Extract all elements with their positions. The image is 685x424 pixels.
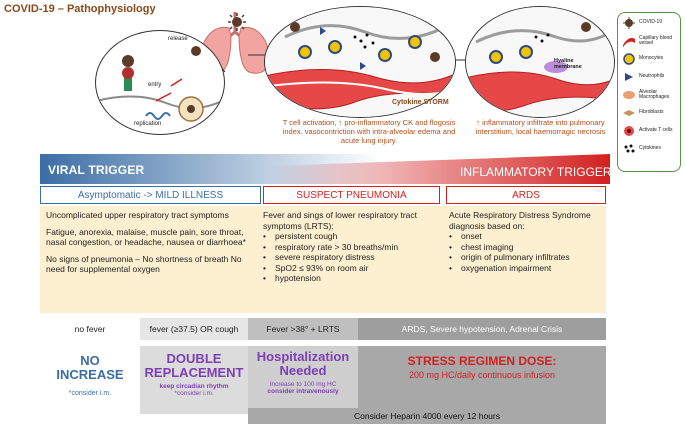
symptom-fever-cough: fever (≥37.5) OR cough [140,318,248,340]
heparin-note: Consider Heparin 4000 every 12 hours [248,408,606,424]
legend-item: Activate T cells [622,124,680,138]
list-item: severe respiratory distress [263,252,441,263]
list-item: oxygenation impairment [449,263,607,274]
treatment-double-replacement: DOUBLE REPLACEMENT keep circadian rhythm… [140,346,248,414]
inflammatory-trigger-label: INFLAMMATORY TRIGGER [460,165,612,179]
list-item: chest imaging [449,242,607,253]
cytokine-storm-illustration [264,6,456,118]
legend: COVID-19 Capillary blood vessel Monocyte… [617,12,681,172]
virus-icon [228,13,246,31]
ards-column: Acute Respiratory Distress Syndrome diag… [449,210,607,273]
monocyte-icon [623,53,635,65]
treatment-sub: 200 mg HC/daily continuous infusion [408,370,556,380]
list-item: onset [449,231,607,242]
hyaline-label: Hyaline membrane [554,58,582,70]
cytokine-icon [624,144,635,153]
entry-label: entry [148,82,162,88]
list-item: hypotension [263,273,441,284]
page-title: COVID-19 – Pathophysiology [4,3,156,15]
treatment-note: consider intravenously [267,388,339,395]
list-item: respiratory rate > 30 breaths/min [263,242,441,253]
list-item: origin of pulmonary infiltrates [449,252,607,263]
symptom-no-fever: no fever [40,318,140,340]
caption-center: T cell activation, ↑ pro-inflammatory CK… [282,118,456,145]
virus-icon [623,17,635,29]
release-label: release [168,36,188,42]
pneumonia-intro: Fever and sings of lower respiratory tra… [263,210,418,231]
list-item: persistent cough [263,231,441,242]
ards-intro: Acute Respiratory Distress Syndrome diag… [449,210,591,231]
treatment-no-increase: NO INCREASE *consider i.m. [40,346,140,414]
list-item: SpO2 ≤ 93% on room air [263,263,441,274]
treatment-title: Hospitalization Needed [256,349,350,378]
mild-symptom-text: Fatigue, anorexia, malaise, muscle pain,… [46,226,246,248]
legend-item: Fibroblasts [622,106,680,120]
legend-item: Alveolar Macrophages [622,88,680,102]
treatment-hospitalization: Hospitalization Needed Increase to 100 m… [248,346,358,414]
treatment-title: DOUBLE REPLACEMENT [144,351,244,380]
phase-pneumonia-header: SUSPECT PNEUMONIA [263,186,440,204]
trigger-band [40,154,610,184]
legend-item: Cytokines [622,142,680,156]
macrophage-icon [623,91,635,99]
legend-item: Monocytes [622,52,680,66]
symptom-ards: ARDS, Severe hypotension, Adrenal Crisis [358,318,606,340]
treatment-stress-regimen: STRESS REGIMEN DOSE: 200 mg HC/daily con… [358,346,606,414]
pneumonia-list: persistent cough respiratory rate > 30 b… [263,231,441,284]
viral-trigger-label: VIRAL TRIGGER [48,163,145,177]
t-cell-icon [624,126,634,136]
mild-symptom-text: No signs of pneumonia – No shortness of … [46,253,242,275]
cell-entry-illustration [95,30,225,135]
phase-ards-header: ARDS [446,186,606,204]
treatment-note: *consider i.m. [68,390,112,397]
treatment-title: NO INCREASE [56,353,124,382]
hyaline-membrane-illustration [465,6,615,118]
cytokine-storm-label: Cytokine STORM [392,99,449,106]
treatment-title: STRESS REGIMEN DOSE: [407,354,557,368]
symptom-fever-lrts: Fever >38° + LRTS [248,318,358,340]
treatment-note: *consider i.m. [174,390,214,397]
legend-item: Neutrophils [622,70,680,84]
legend-item: Capillary blood vessel [622,34,680,48]
neutrophil-icon [625,73,633,81]
mild-symptoms-column: Uncomplicated upper respiratory tract sy… [46,210,258,281]
treatment-sub: keep circadian rhythm [159,383,229,390]
phase-mild-header: Asymptomatic -> MILD ILLNESS [40,186,261,204]
legend-item: COVID-19 [622,16,680,30]
caption-right: ↑ inflammatory infiltrate into pulmonary… [475,118,606,136]
replication-label: replication [134,121,162,127]
capillary-icon [623,37,635,47]
pneumonia-column: Fever and sings of lower respiratory tra… [263,210,441,284]
treatment-sub: Increase to 100 mg HC [269,381,337,388]
fibroblast-icon [623,110,635,116]
mild-symptom-text: Uncomplicated upper respiratory tract sy… [46,210,229,220]
ards-list: onset chest imaging origin of pulmonary … [449,231,607,273]
